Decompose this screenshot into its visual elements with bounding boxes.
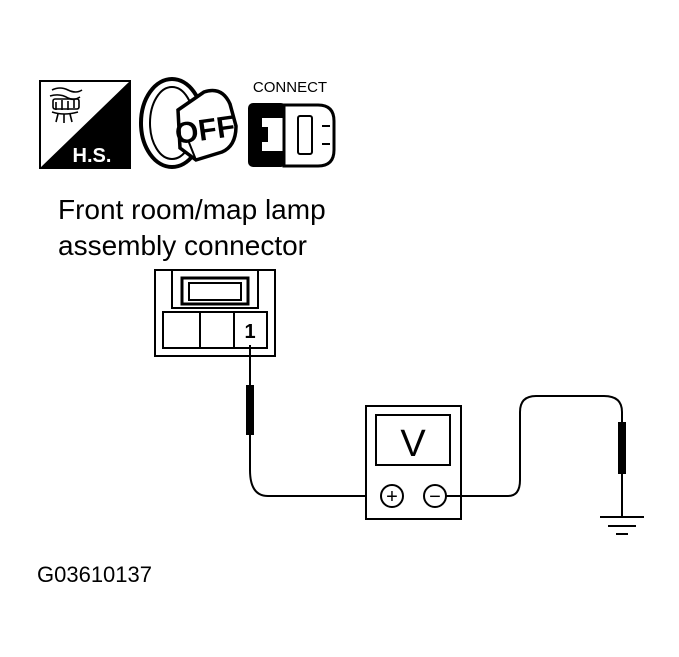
positive-probe <box>246 345 254 470</box>
ground-icon <box>600 516 644 535</box>
positive-terminal <box>380 484 404 508</box>
lamp-connector: 1 <box>154 269 276 357</box>
voltmeter: V + − <box>365 405 462 520</box>
connect-icon: CONNECT <box>248 79 336 168</box>
positive-lead-wire <box>249 469 376 497</box>
hs-icon: H.S. <box>39 80 131 169</box>
terminal-1-label: 1 <box>244 321 255 343</box>
negative-probe <box>618 422 626 516</box>
negative-lead-wire <box>446 395 623 497</box>
ignition-off-icon: OFF <box>139 77 238 169</box>
hs-label: H.S. <box>73 145 112 167</box>
connect-label: CONNECT <box>253 79 327 96</box>
harness-sketch-icon <box>49 87 83 123</box>
figure-id: G03610137 <box>37 562 152 587</box>
meter-display: V <box>400 423 426 465</box>
negative-symbol: − <box>429 486 441 508</box>
connector-title-line1: Front room/map lamp <box>58 194 326 225</box>
connector-title-line2: assembly connector <box>58 230 307 261</box>
positive-symbol: + <box>386 486 398 508</box>
